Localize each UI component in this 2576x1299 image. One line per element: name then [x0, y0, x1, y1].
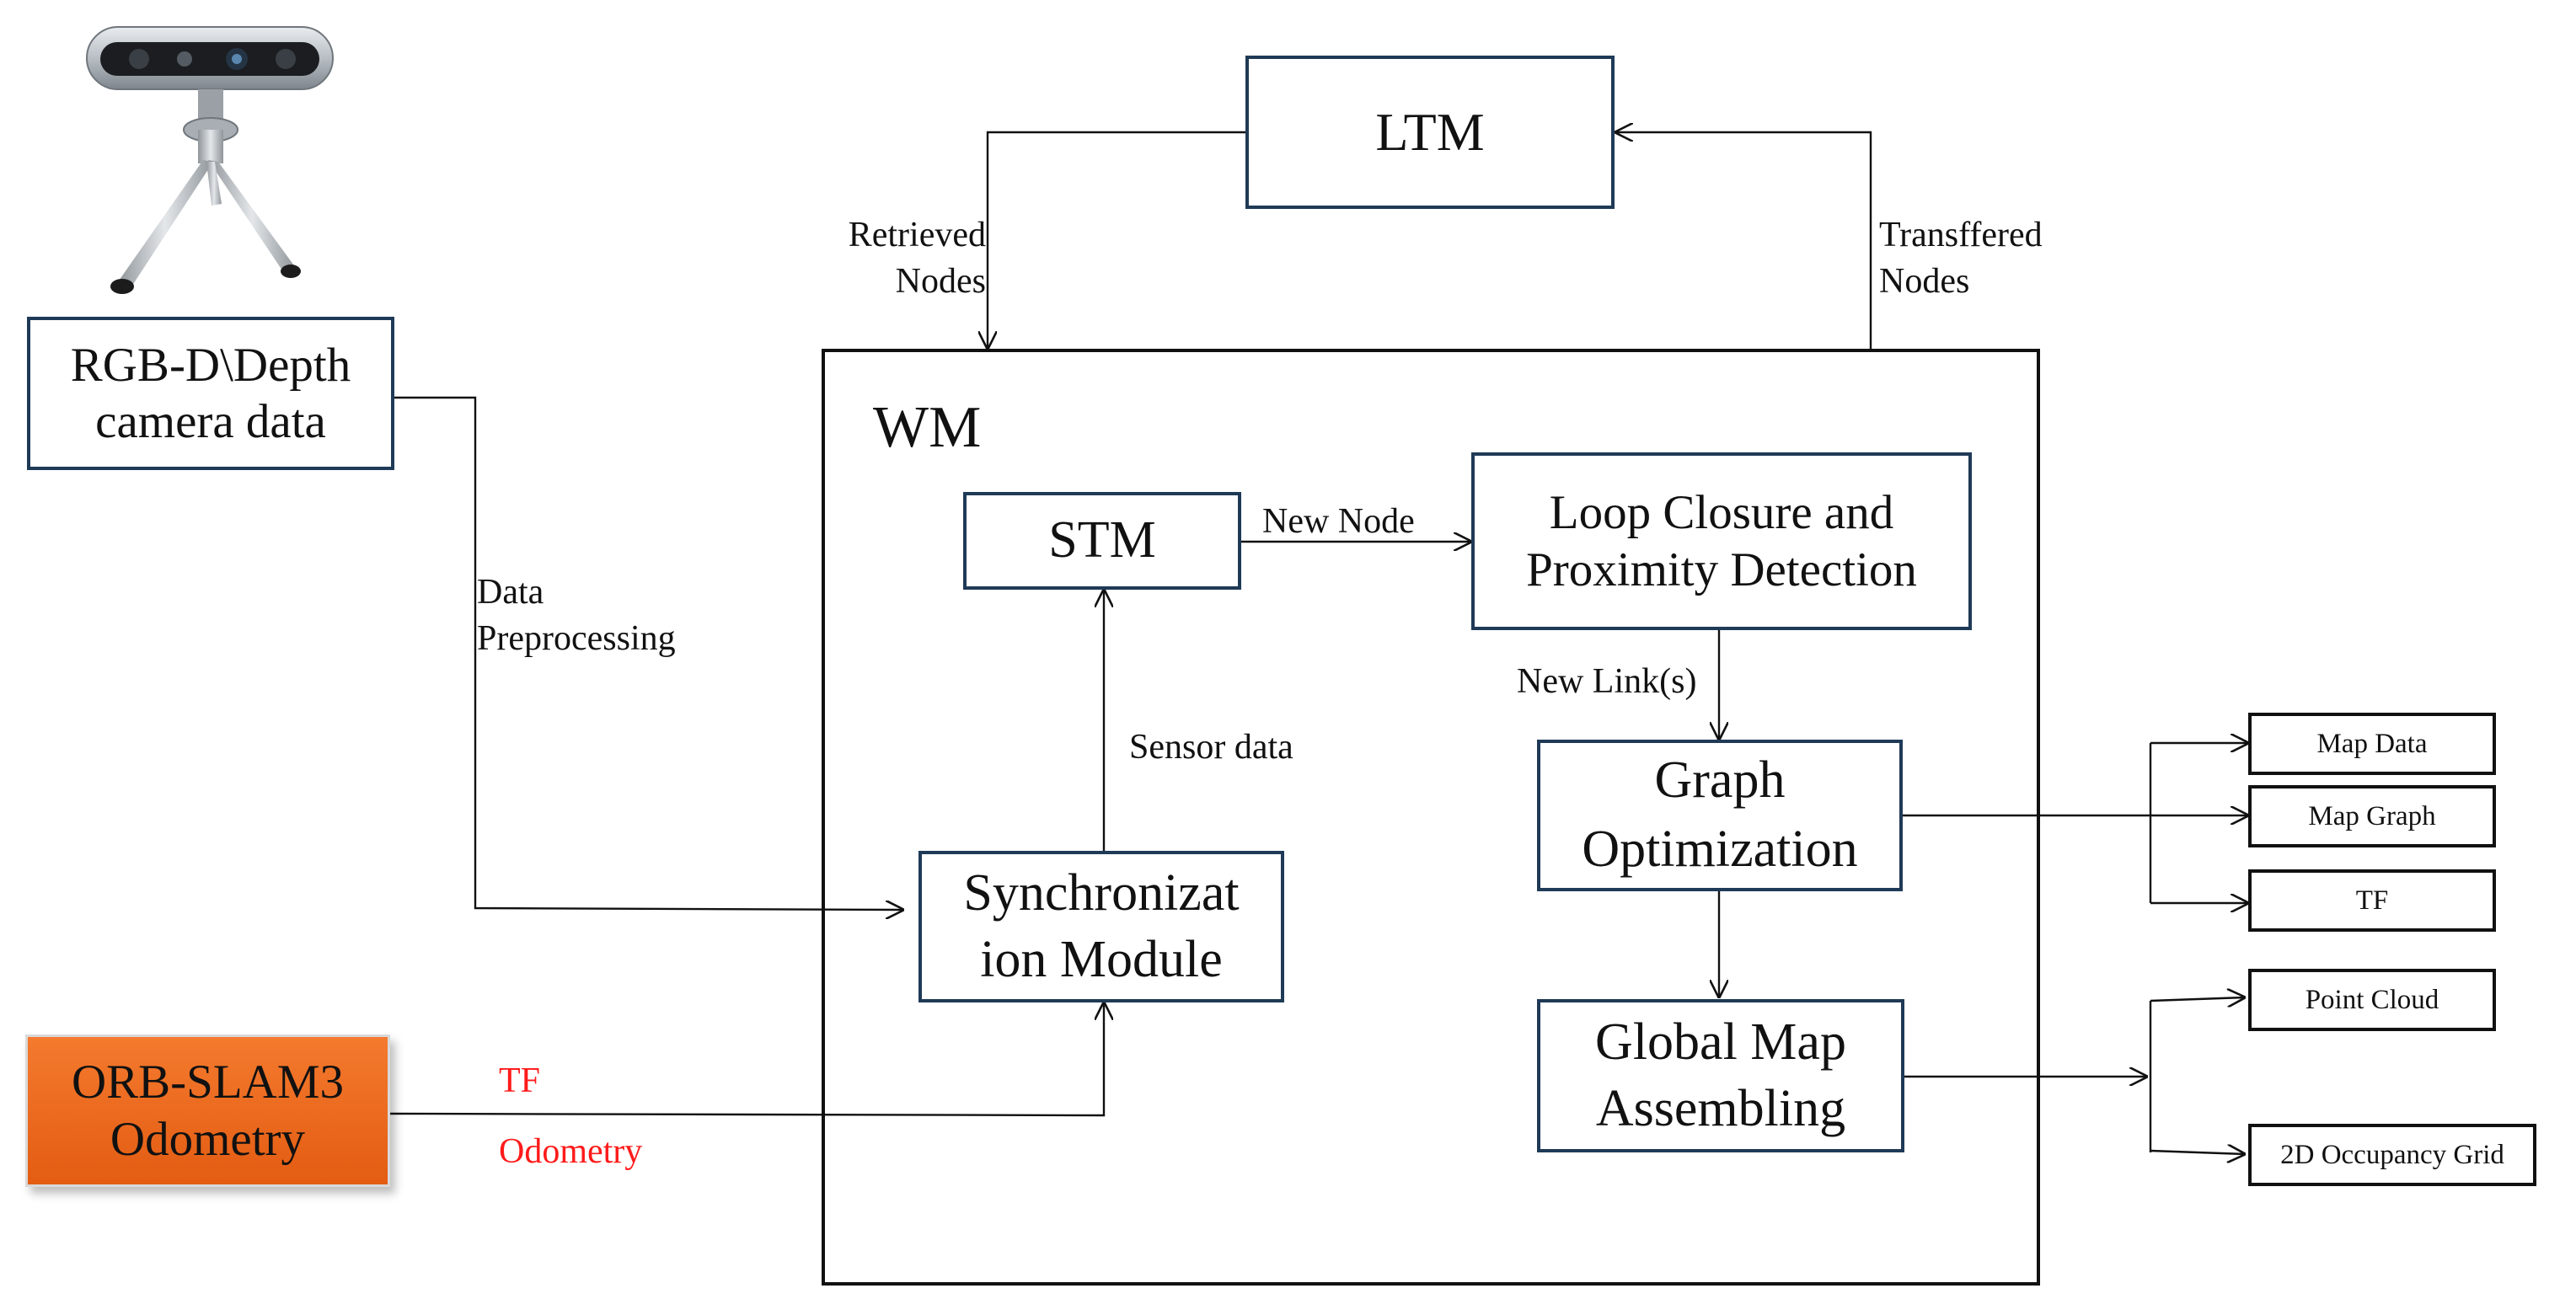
map-data-output: Map Data — [2248, 713, 2496, 775]
new-node-label: New Node — [1262, 502, 1415, 541]
tf-red-label: TF — [499, 1061, 541, 1100]
ltm-box: LTM — [1245, 56, 1615, 209]
edge-to-occupancy — [2150, 1151, 2245, 1154]
edge-to-point-cloud — [2150, 997, 2245, 1001]
loop-closure-box: Loop Closure and Proximity Detection — [1471, 452, 1972, 630]
depth-camera-icon — [86, 26, 334, 294]
edge-ltm-to-wm — [988, 131, 1245, 349]
wm-label: WM — [873, 395, 982, 460]
edge-wm-to-ltm — [1615, 132, 1872, 349]
edge-odometry-to-sync — [389, 1002, 1104, 1117]
edge-camera-to-sync — [393, 396, 903, 910]
point-cloud-output: Point Cloud — [2248, 969, 2496, 1031]
odometry-red-label: Odometry — [499, 1132, 643, 1171]
new-links-label: New Link(s) — [1517, 662, 1697, 701]
sensor-data-label: Sensor data — [1129, 728, 1293, 767]
map-graph-output: Map Graph — [2248, 785, 2496, 847]
transferred-nodes-label: Transffered Nodes — [1879, 216, 2043, 301]
orb-slam-odometry-box: ORB-SLAM3 Odometry — [25, 1034, 390, 1187]
graph-optimization-box: Graph Optimization — [1537, 740, 1903, 891]
retrieved-nodes-label: Retrieved Nodes — [848, 216, 986, 301]
sync-module-box: Synchronizat ion Module — [918, 851, 1284, 1002]
camera-data-box: RGB-D\Depth camera data — [27, 317, 394, 470]
global-map-box: Global Map Assembling — [1537, 999, 1904, 1152]
stm-box: STM — [963, 492, 1241, 590]
tf-output: TF — [2248, 869, 2496, 932]
occupancy-grid-output: 2D Occupancy Grid — [2248, 1124, 2536, 1186]
wm-container — [822, 349, 2040, 1286]
data-preprocessing-label: Data Preprocessing — [477, 573, 676, 658]
